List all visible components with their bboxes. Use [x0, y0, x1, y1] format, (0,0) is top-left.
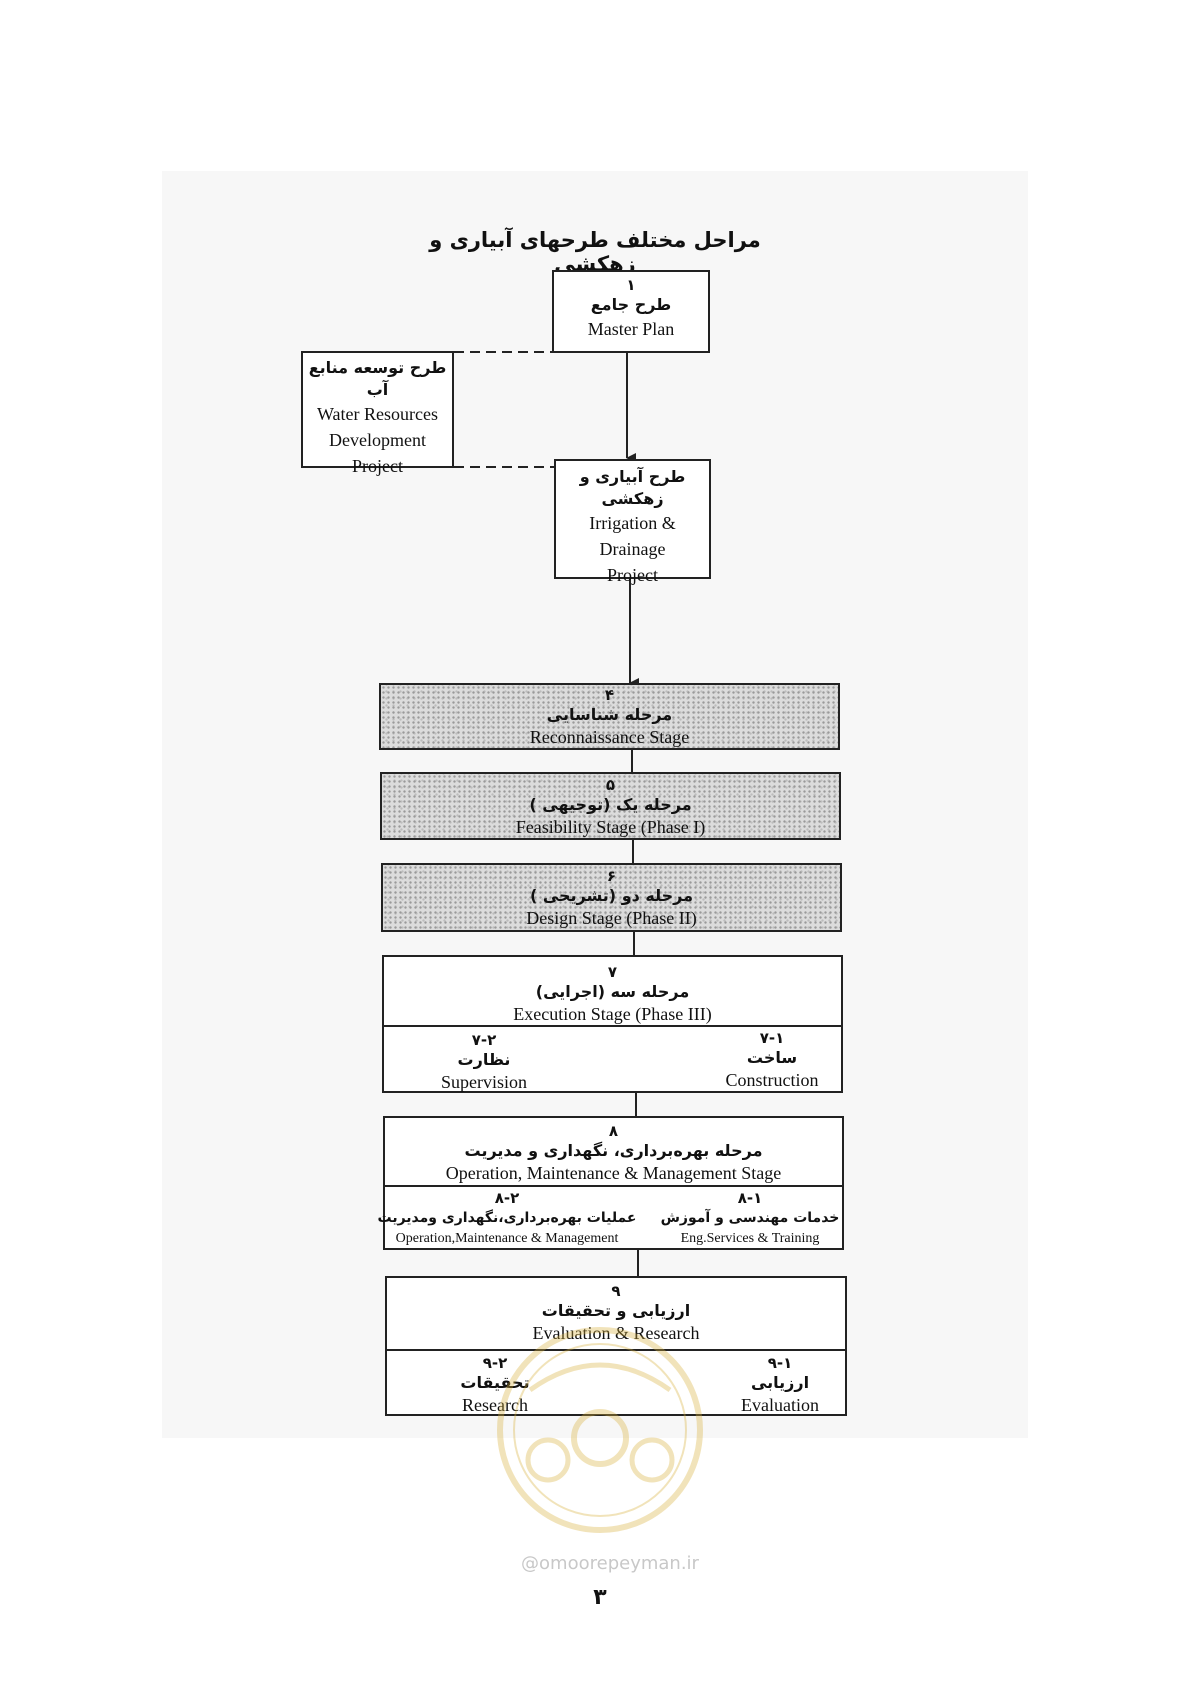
operation-left-fa: عملیات بهره‌برداری،نگهداری ومدیریت [377, 1210, 637, 1226]
water-resources-fa: طرح توسعه منابع آب [308, 358, 447, 399]
feasibility-number: ۵ [605, 776, 616, 794]
evaluation-left-sub: ۹-۲ تحقیقات Research [365, 1354, 625, 1416]
irrigation-en-1: Irrigation & [589, 513, 676, 533]
evaluation-left-en: Research [462, 1395, 528, 1415]
page-number: ۳ [593, 1585, 607, 1610]
irrigation-en-2: Drainage [599, 539, 666, 559]
watermark-site: @omoorepeyman.ir [521, 1553, 699, 1574]
evaluation-right-sub: ۹-۱ ارزیابی Evaluation [650, 1354, 910, 1416]
water-resources-en-2: Development [329, 430, 426, 450]
evaluation-divider [385, 1349, 847, 1351]
operation-number: ۸ [608, 1122, 619, 1140]
water-resources-en-3: Project [352, 456, 403, 476]
watermark-seal-icon [497, 1327, 703, 1533]
evaluation-number: ۹ [611, 1282, 621, 1300]
execution-right-sub: ۷-۱ ساخت Construction [642, 1029, 902, 1091]
master-plan-fa: طرح جامع [590, 295, 672, 314]
master-plan-box: ١ طرح جامع Master Plan [552, 270, 710, 353]
evaluation-right-en: Evaluation [741, 1395, 819, 1415]
water-resources-box: طرح توسعه منابع آب Water Resources Devel… [301, 351, 454, 476]
execution-left-sub: ۷-۲ نظارت Supervision [354, 1031, 614, 1093]
feasibility-box: ۵ مرحله یک (توجیهی ) Feasibility Stage (… [380, 772, 841, 840]
evaluation-en: Evaluation & Research [532, 1323, 700, 1343]
operation-left-number: ۸-۲ [494, 1189, 520, 1207]
irrigation-en-3: Project [607, 565, 658, 585]
feasibility-fa: مرحله یک (توجیهی ) [529, 795, 692, 814]
operation-fa: مرحله بهره‌برداری، نگهداری و مدیریت [464, 1141, 763, 1160]
execution-right-number: ۷-۱ [759, 1029, 785, 1047]
irrigation-box: طرح آبیاری و زهکشی Irrigation & Drainage… [554, 459, 711, 585]
execution-box: ۷ مرحله سه (اجرایی) Execution Stage (Pha… [382, 955, 843, 1093]
water-resources-en-1: Water Resources [317, 404, 438, 424]
reconnaissance-fa: مرحله شناسایی [546, 705, 673, 724]
evaluation-right-number: ۹-۱ [767, 1354, 793, 1372]
execution-right-en: Construction [725, 1070, 819, 1090]
feasibility-en: Feasibility Stage (Phase I) [515, 817, 706, 837]
operation-right-en: Eng.Services & Training [680, 1231, 820, 1246]
evaluation-fa: ارزیابی و تحقیقات [541, 1301, 691, 1320]
reconnaissance-en: Reconnaissance Stage [529, 727, 690, 747]
execution-left-en: Supervision [440, 1072, 527, 1092]
reconnaissance-box: ۴ مرحله شناسایی Reconnaissance Stage [379, 683, 840, 750]
evaluation-left-number: ۹-۲ [482, 1354, 508, 1372]
design-en: Design Stage (Phase II) [526, 908, 697, 928]
operation-left-sub: ۸-۲ عملیات بهره‌برداری،نگهداری ومدیریت O… [377, 1189, 637, 1249]
operation-box: ۸ مرحله بهره‌برداری، نگهداری و مدیریت Op… [378, 1116, 844, 1250]
master-plan-number: ١ [626, 276, 636, 294]
execution-fa: مرحله سه (اجرایی) [535, 982, 690, 1001]
operation-en: Operation, Maintenance & Management Stag… [445, 1163, 782, 1183]
irrigation-fa: طرح آبیاری و زهکشی [579, 467, 686, 508]
operation-right-fa: خدمات مهندسی و آموزش [660, 1210, 840, 1226]
design-box: ۶ مرحله دو (تشریحی ) Design Stage (Phase… [381, 863, 842, 932]
design-number: ۶ [606, 867, 617, 885]
evaluation-left-fa: تحقیقات [460, 1373, 530, 1392]
execution-divider [382, 1025, 843, 1027]
execution-en: Execution Stage (Phase III) [513, 1004, 712, 1024]
design-fa: مرحله دو (تشریحی ) [529, 886, 694, 905]
execution-right-fa: ساخت [746, 1048, 798, 1067]
execution-left-number: ۷-۲ [471, 1031, 497, 1049]
execution-left-fa: نظارت [457, 1050, 511, 1069]
execution-number: ۷ [607, 963, 618, 981]
operation-left-en: Operation,Maintenance & Management [395, 1231, 619, 1246]
master-plan-en: Master Plan [587, 319, 675, 339]
diagram-title: مراحل مختلف طرحهای آبیاری و زهکشی [429, 228, 761, 276]
operation-right-number: ۸-۱ [737, 1189, 763, 1207]
evaluation-box: ۹ ارزیابی و تحقیقات Evaluation & Researc… [385, 1276, 847, 1416]
operation-right-sub: ۸-۱ خدمات مهندسی و آموزش Eng.Services & … [650, 1189, 850, 1249]
reconnaissance-number: ۴ [604, 686, 615, 704]
operation-divider [383, 1185, 844, 1187]
evaluation-right-fa: ارزیابی [750, 1373, 810, 1392]
